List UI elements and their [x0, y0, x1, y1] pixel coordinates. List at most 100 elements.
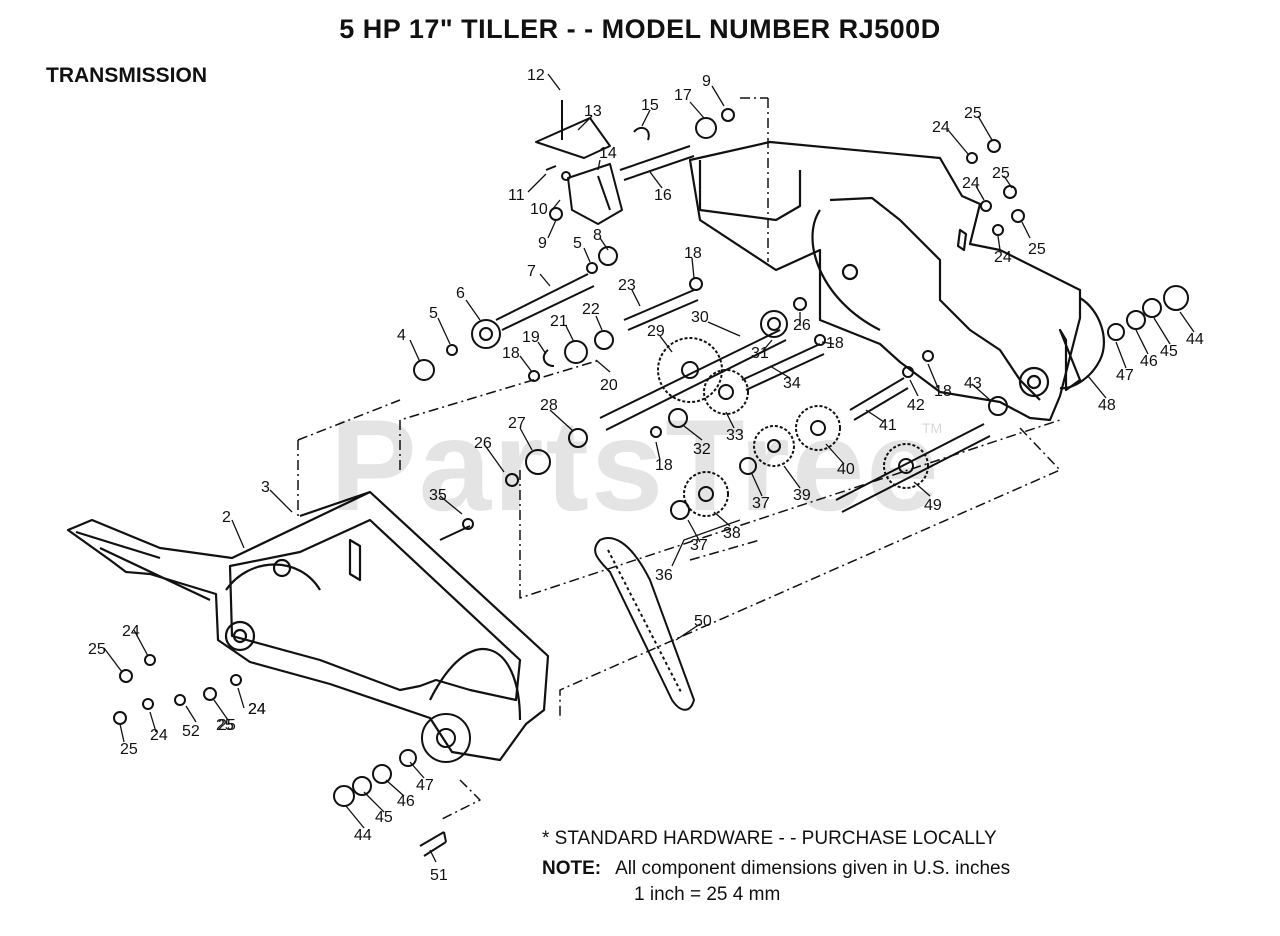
callout-23: 23: [618, 277, 636, 294]
shaft-30: [599, 329, 787, 431]
callout-24: 24: [122, 623, 140, 640]
callout-24: 24: [962, 175, 980, 192]
watermark: PartsTree: [330, 392, 941, 538]
callout-18: 18: [826, 335, 844, 352]
shaft-7: [495, 273, 595, 331]
callout-34: 34: [783, 375, 801, 392]
callout-30: 30: [691, 309, 709, 326]
sprocket-39: [753, 425, 795, 467]
left-fasteners: [113, 654, 242, 725]
callout-17: 17: [674, 87, 692, 104]
sprocket-40: [795, 405, 841, 451]
callout-28: 28: [540, 397, 558, 414]
callout-9: 9: [702, 73, 711, 90]
shaft-34: [741, 343, 825, 391]
callout-25: 25: [88, 641, 106, 658]
sprocket-29: [657, 337, 723, 403]
callout-13: 13: [584, 103, 602, 120]
shaft-23: [623, 289, 699, 331]
callout-49: 49: [924, 497, 942, 514]
callout-15: 15: [641, 97, 659, 114]
callout-48: 48: [1098, 397, 1116, 414]
callout-51: 51: [430, 867, 448, 884]
callout-10: 10: [530, 201, 548, 218]
sprocket-49: [883, 443, 929, 489]
shift-bracket: [535, 100, 623, 225]
callout-44: 44: [354, 827, 372, 844]
callout-14: 14: [599, 145, 617, 162]
callout-18: 18: [684, 245, 702, 262]
callout-7: 7: [527, 263, 536, 280]
callout-25: 25: [992, 165, 1010, 182]
callout-46: 46: [1140, 353, 1158, 370]
right-housing: [688, 140, 1105, 422]
note-text: All component dimensions given in U.S. i…: [615, 858, 1011, 879]
callout-47: 47: [1116, 367, 1134, 384]
shaft-16: [619, 145, 695, 181]
callout-11: 11: [508, 187, 525, 204]
callout-40: 40: [837, 461, 855, 478]
callout-45: 45: [1160, 343, 1178, 360]
callout-26: 26: [474, 435, 492, 452]
callout-25: 25: [1028, 241, 1046, 258]
callout-42: 42: [907, 397, 925, 414]
callout-43: 43: [964, 375, 982, 392]
callout-18: 18: [502, 345, 520, 362]
callout-22: 22: [582, 301, 600, 318]
gear-6: [471, 319, 501, 349]
callout-24: 24: [932, 119, 950, 136]
callout-31: 31: [751, 345, 769, 362]
callout-47: 47: [416, 777, 434, 794]
shaft-49: [835, 423, 991, 513]
callout-5: 5: [573, 235, 582, 252]
page-title: 5 HP 17" TILLER - - MODEL NUMBER RJ500D: [339, 14, 941, 44]
callout-44: 44: [1186, 331, 1204, 348]
callout-38: 38: [723, 525, 741, 542]
sprocket-38: [683, 471, 729, 517]
callout-24: 24: [150, 727, 168, 744]
callout-2: 2: [222, 509, 231, 526]
standard-hardware-note: * STANDARD HARDWARE - - PURCHASE LOCALLY: [542, 828, 997, 849]
callout-41: 41: [879, 417, 897, 434]
callout-20: 20: [600, 377, 618, 394]
callout-16: 16: [654, 187, 672, 204]
callout-18: 18: [934, 383, 952, 400]
callout-52: 52: [182, 723, 200, 740]
section-heading: TRANSMISSION: [46, 64, 208, 87]
right-fasteners: [966, 139, 1025, 236]
callout-33: 33: [726, 427, 744, 444]
sprocket-33: [703, 369, 749, 415]
dimensions-note: NOTE: All component dimensions given in U…: [542, 858, 1010, 880]
callout-21: 21: [550, 313, 568, 330]
callout-36: 36: [655, 567, 673, 584]
callout-4: 4: [397, 327, 406, 344]
callout-8: 8: [593, 227, 602, 244]
callout-24: 24: [248, 701, 266, 718]
callout-6: 6: [456, 285, 465, 302]
callout-46: 46: [397, 793, 415, 810]
callout-45: 45: [375, 809, 393, 826]
callout-50: 50: [694, 613, 712, 630]
callout-9: 9: [538, 235, 547, 252]
callout-26: 26: [793, 317, 811, 334]
callout-37: 37: [752, 495, 770, 512]
callout-25: 25: [216, 717, 234, 734]
callout-5: 5: [429, 305, 438, 322]
callout-24: 24: [248, 701, 266, 718]
callout-3: 3: [261, 479, 270, 496]
callout-25: 25: [964, 105, 982, 122]
note-label: NOTE:: [542, 858, 602, 879]
shaft-41: [849, 377, 909, 421]
left-housing: [66, 490, 550, 762]
unit-conversion: 1 inch = 25 4 mm: [634, 884, 781, 905]
callout-24: 24: [994, 249, 1012, 266]
callout-25: 25: [120, 741, 138, 758]
callout-19: 19: [522, 329, 540, 346]
callout-18: 18: [655, 457, 673, 474]
callout-37: 37: [690, 537, 708, 554]
leader-lines: [103, 73, 1195, 863]
callout-39: 39: [793, 487, 811, 504]
callout-35: 35: [429, 487, 447, 504]
